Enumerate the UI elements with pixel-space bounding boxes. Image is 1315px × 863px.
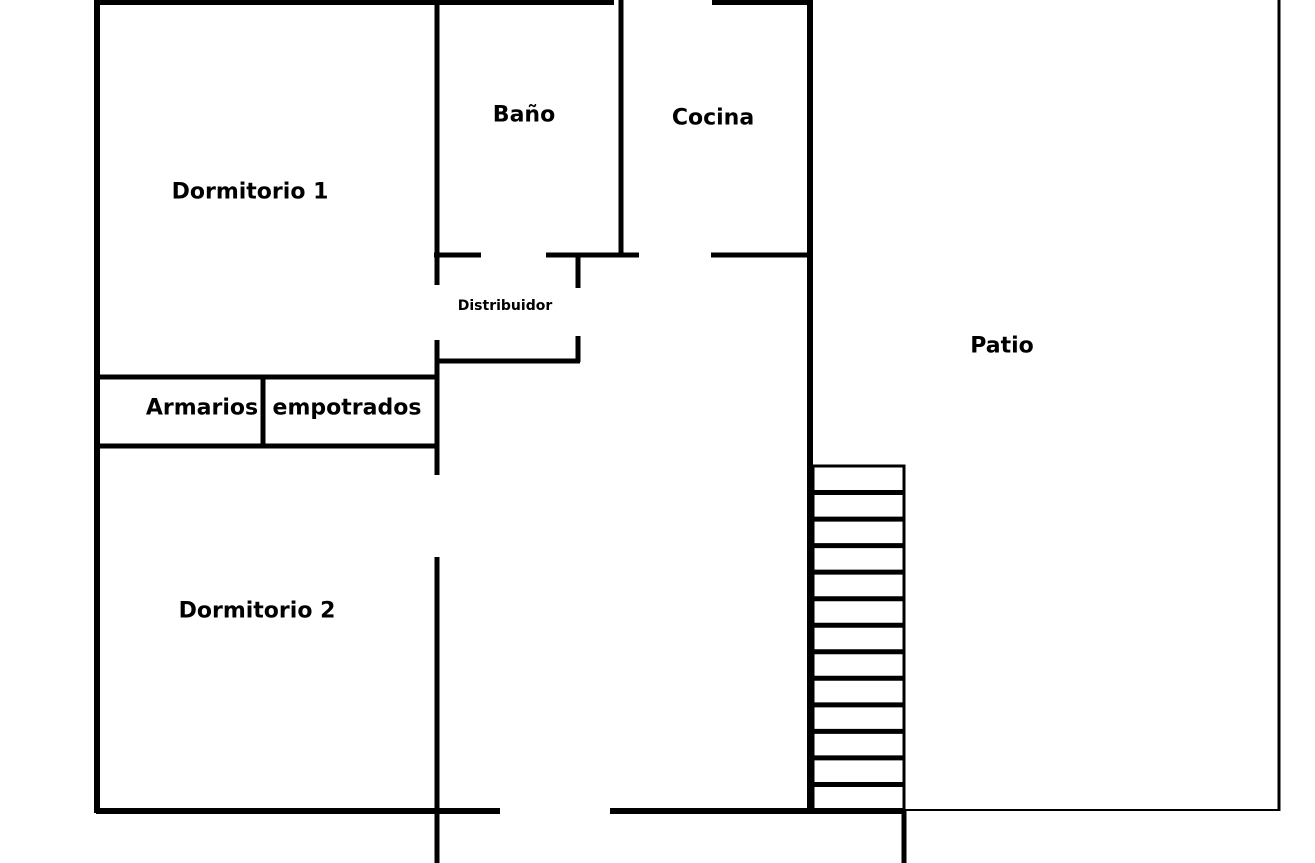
room-label-distribuidor: Distribuidor [457, 298, 553, 314]
room-label-empotrados: empotrados [272, 395, 422, 421]
room-label-dormitorio-2: Dormitorio 2 [178, 598, 336, 624]
room-label-cocina: Cocina [671, 105, 755, 131]
walls [94, 0, 1281, 863]
staircase [811, 464, 906, 813]
room-label-patio: Patio [970, 333, 1034, 359]
room-label-dormitorio-1: Dormitorio 1 [171, 179, 329, 205]
room-label-bano: Baño [492, 102, 556, 128]
room-label-armarios: Armarios [145, 395, 259, 421]
